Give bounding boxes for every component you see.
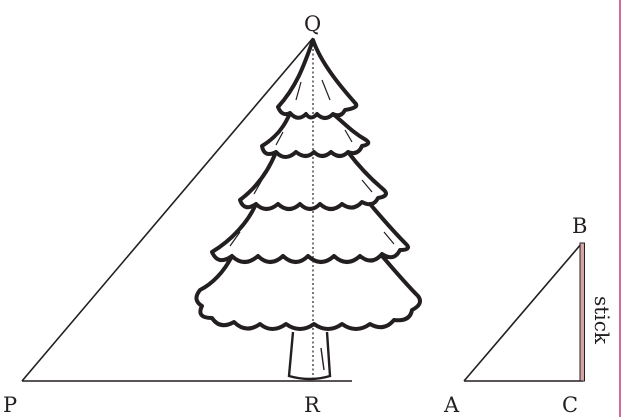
label-B: B	[572, 214, 587, 238]
tree-drawing	[194, 38, 422, 381]
label-A: A	[443, 393, 460, 417]
label-Q: Q	[304, 12, 321, 36]
tree-foliage-outline	[194, 38, 422, 331]
hypotenuse-AB	[463, 242, 583, 382]
hypotenuse-PQ	[21, 37, 314, 382]
label-P: P	[3, 393, 17, 417]
label-R: R	[304, 393, 321, 417]
stick-triangle	[463, 242, 585, 382]
tree-trunk	[287, 331, 332, 381]
stick-BC	[579, 242, 585, 382]
label-stick: stick	[590, 296, 614, 345]
tree-branch-detail	[229, 79, 395, 247]
trunk-bark-line	[320, 347, 325, 371]
label-C: C	[562, 393, 578, 417]
